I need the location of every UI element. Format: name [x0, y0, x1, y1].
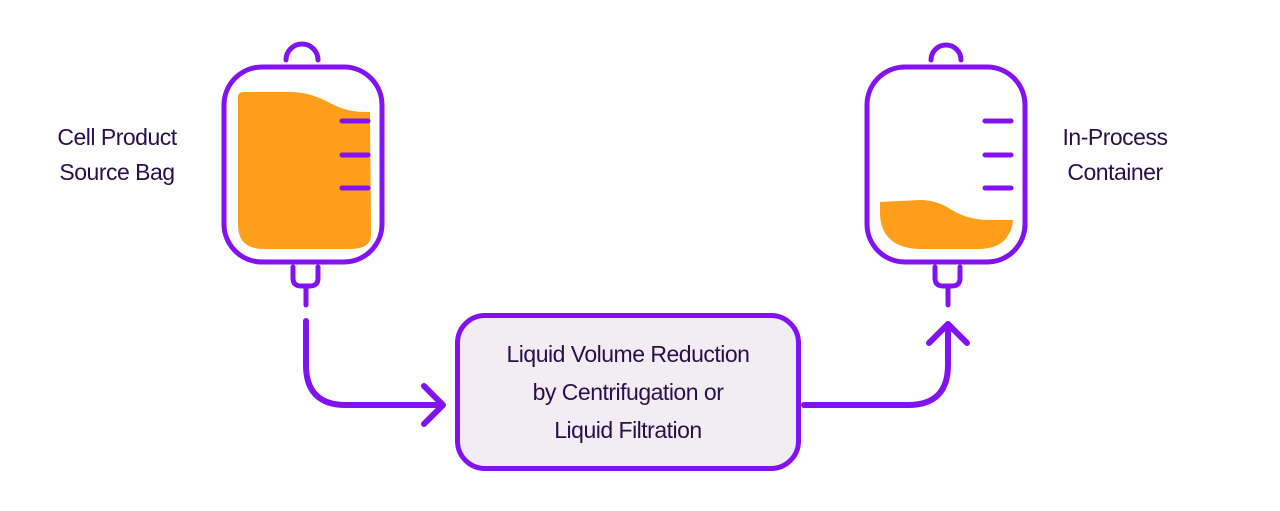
process-line: Liquid Filtration [554, 417, 702, 443]
connector-in [303, 318, 446, 427]
label-line: Cell Product [57, 124, 177, 150]
label-line: In-Process [1062, 124, 1168, 150]
process-step-box: Liquid Volume Reduction by Centrifugatio… [455, 313, 801, 471]
arrow-right-icon [421, 383, 446, 427]
target-container [864, 42, 1028, 308]
process-line: Liquid Volume Reduction [506, 341, 750, 367]
liquid-fill [238, 92, 371, 249]
bag-outline [221, 64, 385, 265]
bag-port [932, 264, 963, 289]
label-line: Source Bag [59, 159, 175, 185]
bag-hanger-icon [283, 41, 321, 63]
process-line: by Centrifugation or [532, 379, 724, 405]
connector-line [801, 321, 951, 408]
arrow-up-icon [926, 321, 970, 346]
label-line: Container [1067, 159, 1163, 185]
liquid-fill [880, 200, 1013, 249]
target-container-label: In-Process Container [1030, 120, 1200, 190]
source-bag [221, 41, 385, 308]
bag-outline [864, 64, 1028, 265]
connector-line [303, 318, 445, 408]
bag-port [290, 264, 321, 289]
source-bag-label: Cell Product Source Bag [22, 120, 212, 190]
connector-out [801, 321, 970, 408]
bag-hanger-icon [928, 42, 964, 63]
process-step-text: Liquid Volume Reduction by Centrifugatio… [507, 335, 750, 449]
